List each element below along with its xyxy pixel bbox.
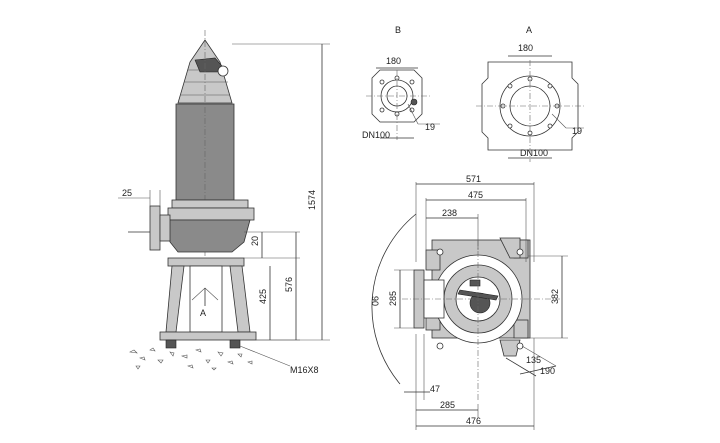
view-a-dim-180: 180 (518, 43, 533, 53)
view-a-dn: DN100 (520, 148, 548, 158)
plan-angle-arc (371, 213, 417, 385)
dim-425: 425 (258, 289, 268, 304)
view-b-dim-19: 19 (425, 122, 435, 132)
view-a-dim-19: 19 (572, 126, 582, 136)
dim-total-height: 1574 (307, 190, 317, 210)
view-arrow-label: A (200, 308, 206, 318)
plan-dim-47: 47 (430, 384, 440, 394)
pump-side-elevation: A (128, 30, 257, 371)
side-dimensions: 1574 25 20 425 576 M16X8 (118, 43, 330, 375)
plan-dim-135: 135 (526, 355, 541, 365)
dim-20: 20 (250, 236, 260, 246)
view-b-dim-180: 180 (386, 56, 401, 66)
plan-dim-382: 382 (550, 289, 560, 304)
discharge-flange (149, 205, 161, 251)
plan-dim-90-angle: 90 (370, 296, 380, 306)
view-a: A 180 19 DN100 (476, 25, 584, 162)
plan-dim-571: 571 (466, 174, 481, 184)
plan-dim-285-vertical: 285 (388, 291, 398, 306)
plan-dim-476: 476 (466, 416, 481, 426)
plan-dim-475: 475 (468, 190, 483, 200)
plan-dimensions: 571 475 238 285 382 90 135 190 47 285 47… (370, 174, 568, 430)
view-b-label: B (395, 25, 401, 35)
view-a-label: A (526, 25, 532, 35)
plan-dim-190: 190 (540, 366, 555, 376)
plan-dim-238: 238 (442, 208, 457, 218)
dim-flange-offset: 25 (122, 188, 132, 198)
view-b: B 180 19 DN100 (362, 25, 440, 140)
ground-gravel (129, 347, 253, 371)
pump-flange-ring (167, 207, 255, 221)
plan-view (402, 237, 560, 400)
view-b-dn: DN100 (362, 130, 390, 140)
volute (165, 219, 251, 253)
stand-top (167, 257, 245, 267)
dim-bolt: M16X8 (290, 365, 319, 375)
plan-dim-285-horizontal: 285 (440, 400, 455, 410)
dim-576: 576 (284, 277, 294, 292)
base-plate (159, 331, 257, 341)
